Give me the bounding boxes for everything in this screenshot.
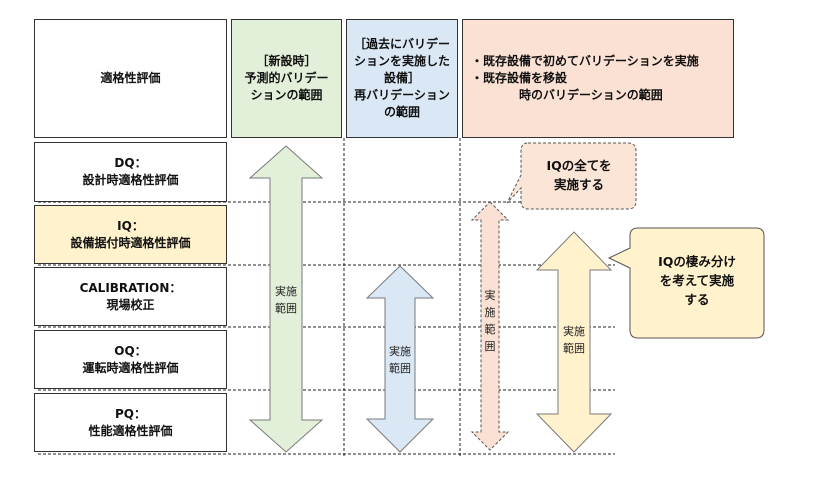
peach-range-arrow (470, 201, 510, 451)
row-dq-name: 設計時適格性評価 (82, 173, 179, 187)
row-calibration-name: 現場校正 (106, 297, 155, 312)
callout-iq-split-shape (607, 227, 765, 339)
header-evaluation: 適格性評価 (34, 19, 227, 138)
yellow-arrow-label: 実施 範囲 (563, 325, 585, 355)
blue-range-arrow (365, 265, 435, 453)
row-pq: PQ： 性能適格性評価 (34, 393, 227, 452)
header-evaluation-label: 適格性評価 (100, 71, 161, 85)
row-dq-code: DQ： (114, 156, 147, 170)
callout-iq-split-text: IQの棲み分け を考えて実施 する (658, 254, 736, 307)
callout-iq-all-shape (506, 142, 637, 210)
row-pq-code: PQ： (114, 406, 146, 421)
row-iq-name: 設備据付時適格性評価 (70, 235, 191, 250)
green-arrow-label: 実施 範囲 (275, 285, 297, 315)
row-iq-code: IQ： (117, 218, 144, 233)
peach-arrow-label: 実 施 範 囲 (484, 289, 496, 353)
blue-arrow-label: 実施 範囲 (389, 345, 411, 375)
column-dividers (343, 138, 461, 456)
header-past-validated: ［過去にバリデー ションを実施した 設備］ 再バリデーション の範囲 (346, 19, 458, 138)
callout-iq-all-text: IQの全てを 実施する (546, 158, 612, 192)
header-existing: ・既存設備で初めてバリデーションを実施 ・既存設備を移設 時のバリデーションの範… (462, 19, 734, 138)
row-dq: DQ： 設計時適格性評価 (34, 142, 227, 202)
row-calibration-code: CALIBRATION： (79, 280, 182, 295)
row-dividers (38, 201, 615, 455)
row-iq: IQ： 設備据付時適格性評価 (34, 205, 227, 264)
yellow-range-arrow (535, 231, 613, 453)
row-oq-name: 運転時適格性評価 (82, 360, 179, 375)
row-oq-code: OQ： (114, 343, 147, 358)
row-oq: OQ： 運転時適格性評価 (34, 330, 227, 389)
row-pq-name: 性能適格性評価 (88, 423, 173, 438)
header-past-validated-label: ［過去にバリデー ションを実施した 設備］ 再バリデーション の範囲 (353, 37, 450, 119)
green-range-arrow (248, 145, 324, 453)
header-new-facility-label: ［新設時］ 予測的バリデー ションの範囲 (244, 54, 329, 102)
header-existing-label: ・既存設備で初めてバリデーションを実施 ・既存設備を移設 時のバリデーションの範… (471, 54, 699, 102)
row-calibration: CALIBRATION： 現場校正 (34, 267, 227, 326)
header-new-facility: ［新設時］ 予測的バリデー ションの範囲 (231, 19, 342, 138)
